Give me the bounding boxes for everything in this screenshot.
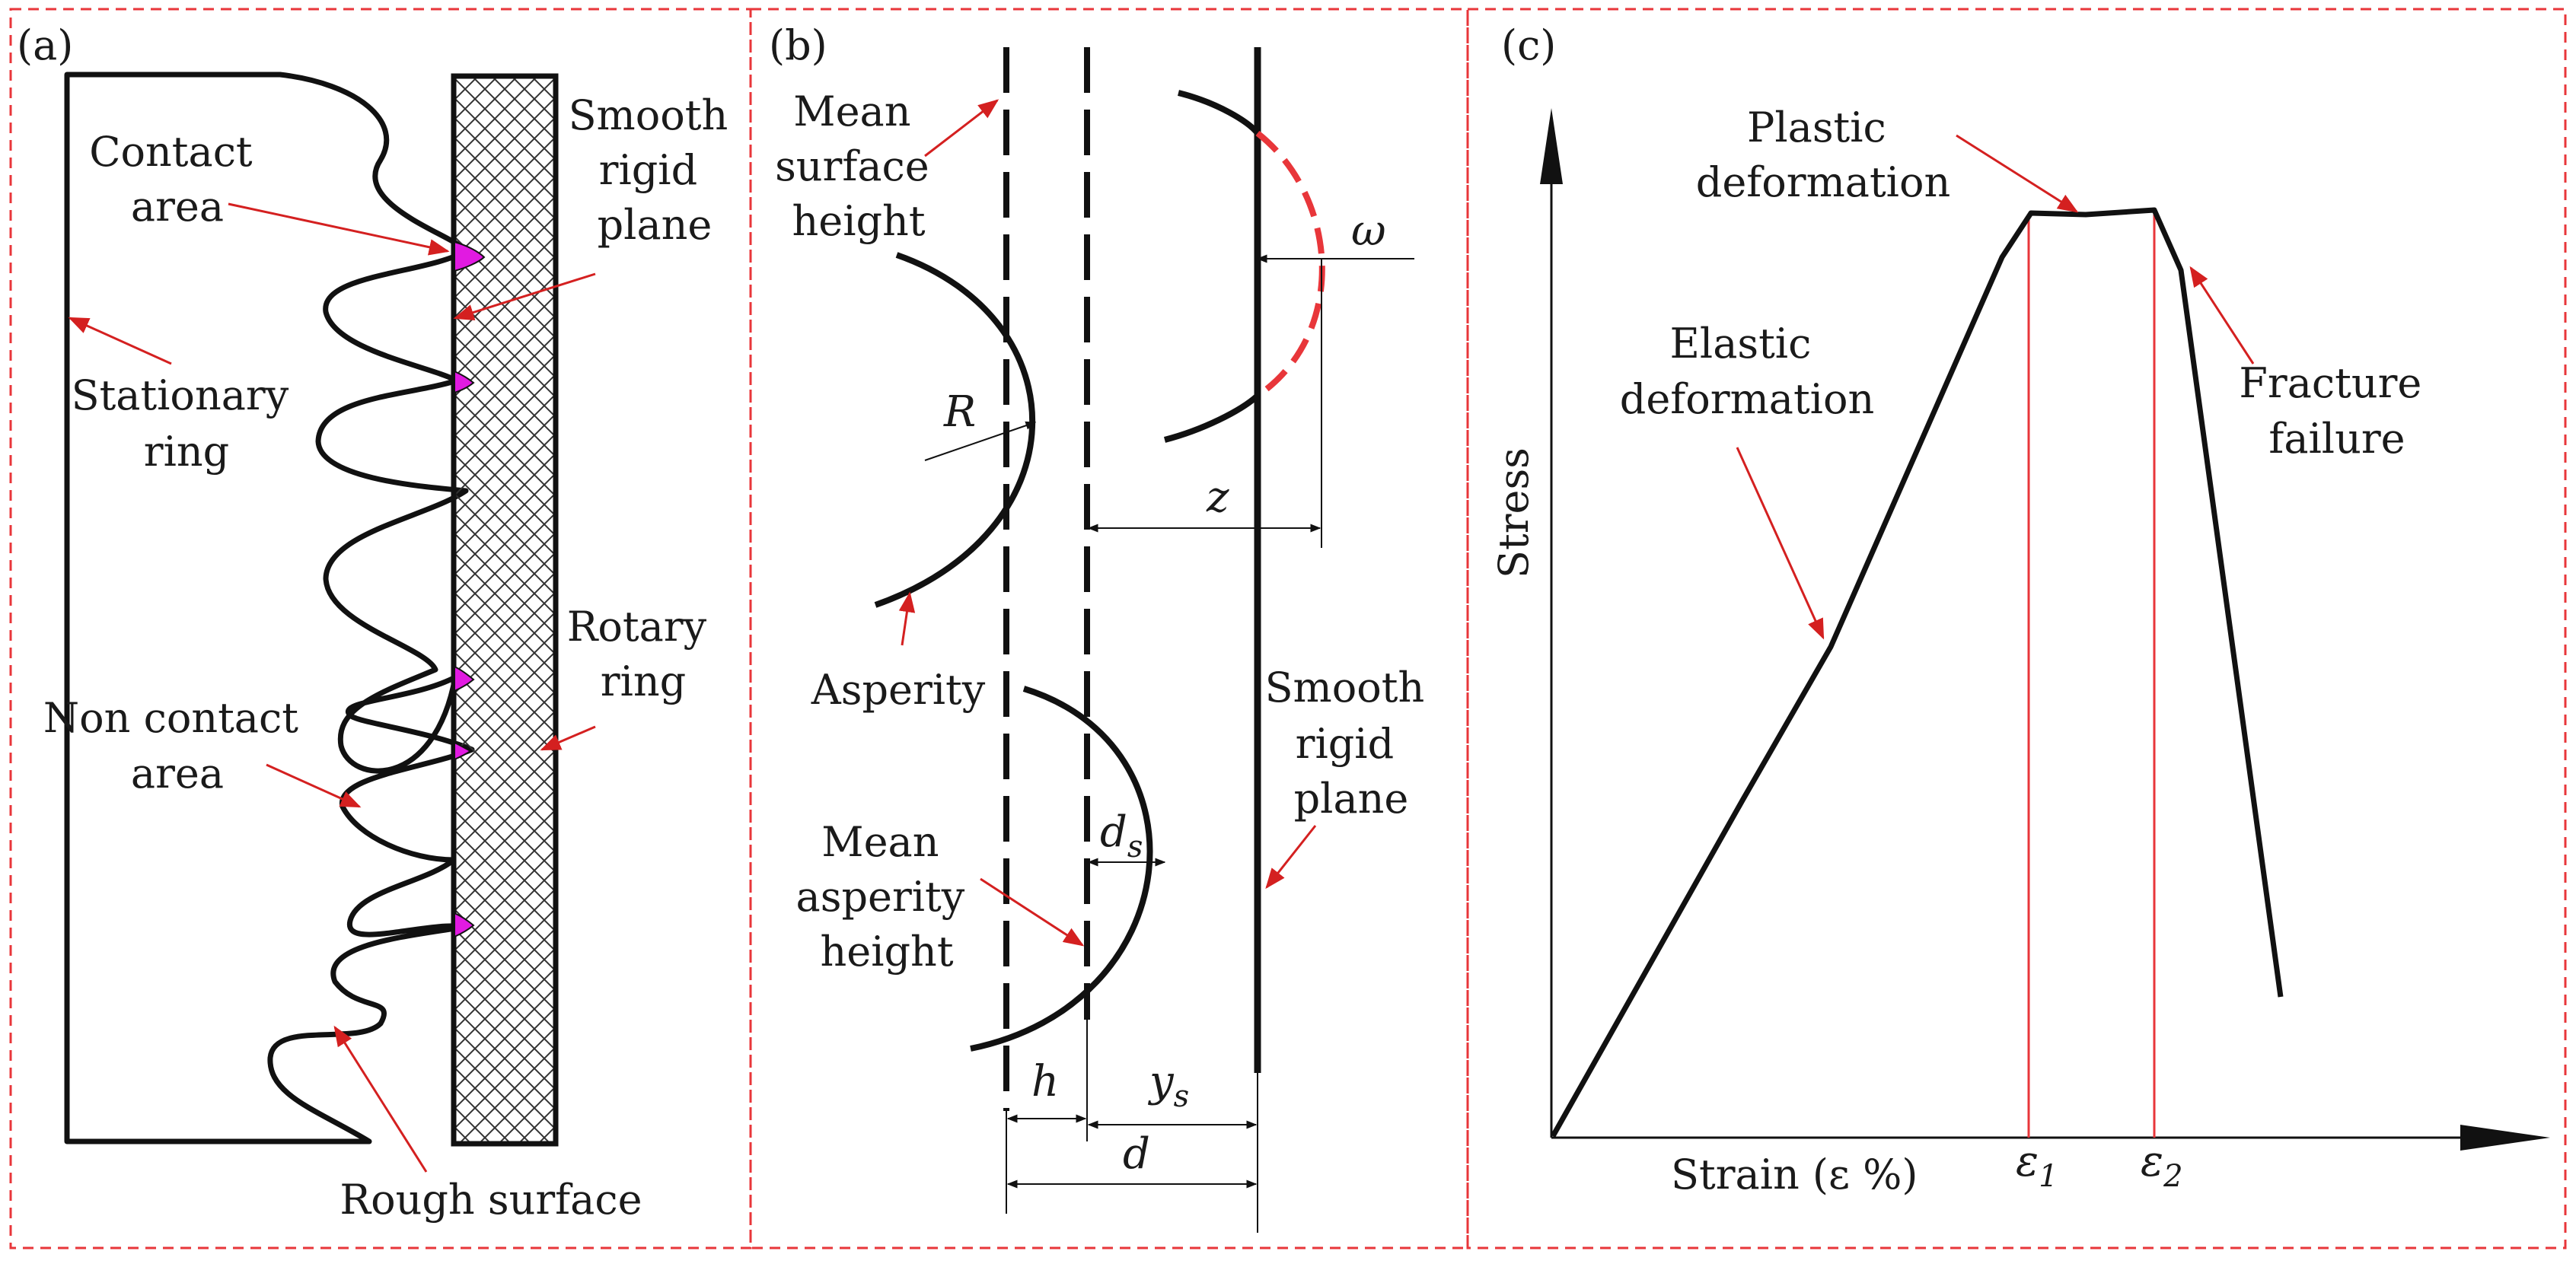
contact-spot [454,370,475,394]
fracture-failure-label: Fracture failure [2239,359,2434,463]
contact-spot [454,912,475,938]
asperity-right-bottom [1163,393,1260,443]
contact-area-label: Contact area [89,128,266,231]
panel-a-tag: (a) [17,21,73,69]
eps1-label: ε1 [2016,1137,2058,1194]
asperity-deformed-part [1255,130,1325,399]
asperity-arrow [898,591,916,646]
omega-label: ω [1351,206,1386,256]
eps2-label: ε2 [2141,1137,2183,1194]
asperity-lower [970,686,1153,1052]
mean-surface-arrow [924,99,999,158]
R-dimension [924,421,1037,461]
d-label: d [1123,1129,1150,1179]
contact-spots [454,240,486,938]
rotary-ring-arrow [540,725,596,751]
panel-b-dimensions [924,254,1414,1189]
stationary-ring-label: Stationary ring [72,371,302,476]
y-axis-arrowhead [1540,108,1563,184]
axes [1550,175,2489,1139]
panel-c: (c) Stress Strain (ε %) ε1 ε2 Plastic de… [1490,21,2550,1199]
contact-area-arrow [228,202,450,256]
mean-surface-height-label: Mean surface height [775,88,942,245]
panel-b-frame [749,8,1469,1249]
stationary-ring-outline [64,72,475,1144]
mean-asperity-arrow [980,877,1085,947]
plastic-arrow [1956,134,2079,213]
mean-asperity-height-label: Mean asperity height [796,818,978,976]
ys-label: ys [1147,1057,1189,1114]
panel-a-arrows [68,202,596,1173]
x-axis-label: Strain (ε %) [1671,1151,1918,1199]
non-contact-arrow [266,763,362,808]
smooth-plane-arrow [453,272,596,320]
non-contact-area-label: Non contact area [43,694,311,797]
asperity-right-top [1178,90,1261,135]
smooth-rigid-plane-label: Smooth rigid plane [569,91,741,249]
contact-spot [454,240,486,272]
rough-surface-label: Rough surface [340,1176,642,1224]
y-axis-label: Stress [1490,447,1538,578]
contact-spot [454,665,475,692]
h-label: h [1031,1057,1059,1106]
panel-b-arrows [898,99,1317,947]
panel-frames [9,8,2567,1249]
panel-c-frame [1466,8,2567,1249]
asperity-label: Asperity [811,666,986,714]
asperities [874,90,1261,1052]
panel-a: (a) Contact area Smooth rigid plane Stat… [17,21,741,1224]
elastic-deformation-label: Elastic deformation [1620,320,1875,423]
R-label: R [943,387,976,437]
panel-c-arrows [1736,134,2255,640]
rotary-ring [451,73,559,1147]
ds-label: ds [1100,807,1143,864]
x-axis-arrowhead [2460,1125,2550,1151]
stress-strain-curve [1550,207,2284,1138]
rough-surface-arrow [333,1025,428,1173]
stationary-ring-arrow [68,317,172,365]
smooth-rigid-plane-label-b: Smooth rigid plane [1265,664,1438,823]
panel-a-frame [9,8,752,1249]
z-label: z [1206,473,1229,522]
rotary-ring-label: Rotary ring [567,603,720,705]
smooth-plane-arrow-b [1265,825,1317,890]
plastic-deformation-label: Plastic deformation [1696,103,1951,206]
fracture-arrow [2189,266,2255,365]
elastic-arrow [1736,447,1825,640]
contact-spot [454,741,472,761]
panel-b-tag: (b) [769,21,827,69]
panel-b: (b) R ω z ds [769,21,1438,1233]
panel-c-tag: (c) [1501,21,1556,69]
